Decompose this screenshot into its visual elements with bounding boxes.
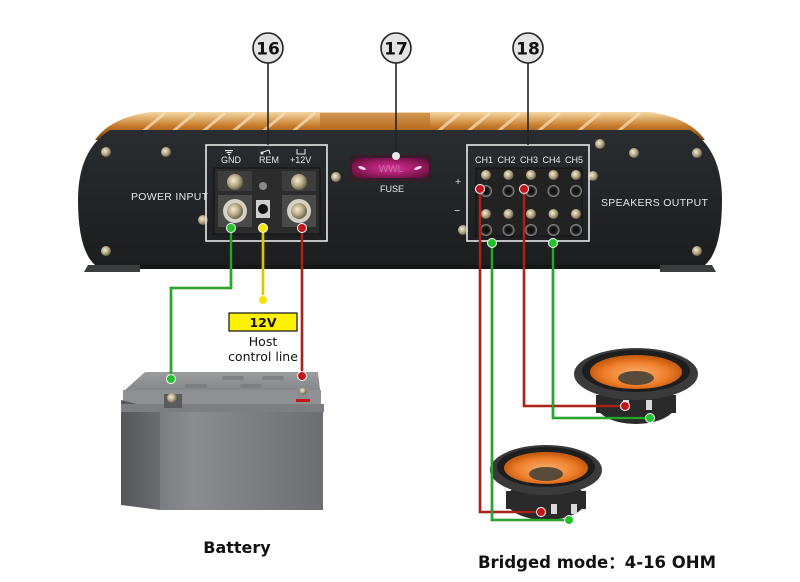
fuse-label: FUSE: [380, 184, 404, 194]
callout-16-number: 16: [256, 40, 280, 60]
speakers-output-label: SPEAKERS OUTPUT: [601, 197, 708, 209]
rem-terminal-dot: [258, 223, 268, 233]
ch3-plus-dot: [519, 184, 529, 194]
speaker-left: [490, 445, 602, 520]
terminal-label-12v: +12V: [290, 155, 311, 165]
speaker-left-plus-dot: [536, 507, 546, 517]
battery-positive-dot: [297, 371, 307, 381]
battery-top: [125, 372, 320, 390]
rem-top-screw: [259, 182, 267, 190]
ch4-minus-screw[interactable]: [548, 209, 559, 219]
power-input-label: POWER INPUT: [131, 191, 209, 203]
rem-badge-dot: [258, 295, 268, 305]
fuse: WWL FUSE: [349, 155, 432, 194]
fuse-marking: WWL: [379, 164, 404, 175]
12v-terminal-dot: [297, 223, 307, 233]
callout-stem-17-dot: [392, 152, 400, 160]
gnd-top-screw: [227, 174, 243, 190]
callout-17: 17: [380, 32, 412, 64]
remote-description-line1: Host: [249, 334, 278, 349]
battery-caption: Battery: [203, 538, 271, 557]
speaker-output-terminal: + − CH1 CH2 CH3 CH4 CH5: [454, 144, 590, 242]
ch5-plus-screw[interactable]: [571, 170, 581, 180]
ch5-plus-socket[interactable]: [570, 185, 582, 197]
channel-label-ch3: CH3: [520, 155, 538, 165]
ch5-minus-socket[interactable]: [570, 224, 582, 236]
channel-label-ch1: CH1: [475, 155, 493, 165]
ch4-plus-screw[interactable]: [548, 170, 559, 180]
fuse-body[interactable]: [352, 158, 429, 178]
power-input-terminal: GND REM +12V: [205, 144, 328, 242]
channel-label-ch4: CH4: [542, 155, 560, 165]
battery-plus-icon: [296, 149, 306, 155]
amplifier: POWER INPUT SPEAKERS OUTPUT GND REM +12V: [78, 63, 722, 272]
12v-top-screw: [291, 174, 307, 190]
channel-label-ch5: CH5: [565, 155, 583, 165]
ch2-minus-socket[interactable]: [502, 224, 515, 236]
body-screws: [101, 139, 702, 256]
ch1-plus-screw[interactable]: [481, 170, 491, 180]
ch3-minus-screw[interactable]: [526, 209, 536, 219]
terminal-label-rem: REM: [259, 155, 279, 165]
speakers-caption: Bridged mode：4-16 OHM: [478, 553, 716, 572]
speaker-right-plus-dot: [620, 401, 630, 411]
polarity-minus: −: [454, 205, 460, 217]
ch3-minus-socket[interactable]: [525, 224, 537, 236]
battery-lid: [123, 390, 321, 406]
ch5-minus-screw[interactable]: [571, 209, 581, 219]
speaker-right-minus-dot: [645, 413, 655, 423]
callout-18: 18: [512, 32, 544, 64]
callout-17-number: 17: [384, 40, 408, 60]
rem-terminal-socket[interactable]: [258, 204, 268, 214]
ch2-minus-screw[interactable]: [503, 209, 514, 219]
mounting-foot-right: [660, 265, 716, 272]
battery: [121, 372, 324, 510]
battery-side: [121, 400, 160, 510]
power-terminal-frame: [205, 144, 328, 242]
remote-voltage-badge: 12V: [228, 312, 298, 332]
mounting-foot-left: [84, 265, 140, 272]
remote-description-line2: control line: [228, 349, 298, 364]
battery-negative-dot: [166, 374, 176, 384]
speaker-right: [574, 348, 698, 424]
channel-label-ch2: CH2: [497, 155, 515, 165]
battery-vent-slots: [185, 376, 284, 388]
polarity-plus: +: [455, 176, 461, 188]
terminal-label-gnd: GND: [221, 155, 242, 165]
ch2-plus-screw[interactable]: [503, 170, 514, 180]
ch1-minus-dot: [487, 238, 497, 248]
battery-front: [160, 410, 323, 510]
ch4-plus-socket[interactable]: [547, 185, 560, 197]
callout-18-number: 18: [516, 40, 540, 60]
remote-voltage-text: 12V: [249, 315, 276, 330]
channel-labels: CH1 CH2 CH3 CH4 CH5: [475, 155, 583, 165]
switch-icon: [260, 149, 271, 155]
wire-dots: [166, 184, 655, 525]
12v-terminal-screw[interactable]: [291, 203, 307, 219]
channel-sockets: [480, 170, 582, 236]
ch1-plus-dot: [475, 184, 485, 194]
wires: [169, 189, 650, 522]
ch3-plus-screw[interactable]: [526, 170, 536, 180]
ch1-minus-screw[interactable]: [481, 209, 491, 219]
gnd-terminal-dot: [226, 223, 236, 233]
callout-16: 16: [252, 32, 284, 64]
amplifier-base: [140, 265, 660, 269]
ch2-plus-socket[interactable]: [502, 185, 515, 197]
speaker-left-minus-dot: [564, 515, 574, 525]
ground-icon: [225, 150, 233, 156]
speaker-left-plus-tab[interactable]: [551, 504, 557, 514]
ch4-minus-socket[interactable]: [547, 224, 560, 236]
speaker-right-minus-tab[interactable]: [646, 400, 652, 410]
ch4-minus-dot: [548, 238, 558, 248]
gnd-terminal-screw[interactable]: [227, 203, 243, 219]
ch1-minus-socket[interactable]: [480, 224, 492, 236]
speaker-left-minus-tab[interactable]: [571, 504, 577, 514]
